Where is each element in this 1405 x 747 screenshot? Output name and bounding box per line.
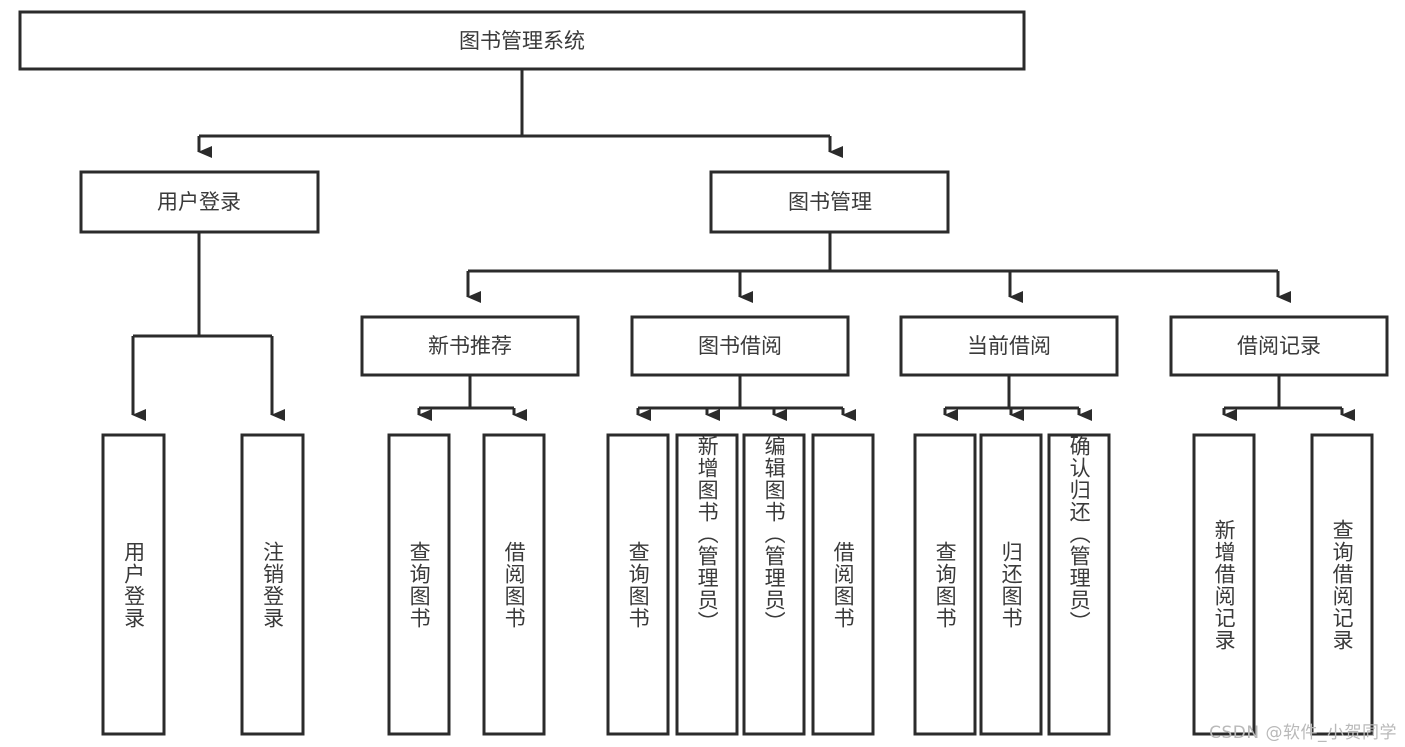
node-new-book-recommend[interactable]: 新书推荐 xyxy=(360,315,580,377)
node-book-borrow[interactable]: 图书借阅 xyxy=(630,315,850,377)
node-root[interactable]: 图书管理系统 xyxy=(18,10,1026,71)
node-borrow-record[interactable]: 借阅记录 xyxy=(1169,315,1389,377)
node-current-borrow[interactable]: 当前借阅 xyxy=(899,315,1119,377)
leaf-rect-borrow-book-2 xyxy=(811,433,875,736)
connector-user-login-to-leaves xyxy=(131,232,285,421)
node-borrow-record-label: 借阅记录 xyxy=(1237,334,1321,358)
leaf-rect-edit-book xyxy=(742,433,806,736)
node-new-book-recommend-label: 新书推荐 xyxy=(428,334,512,358)
connector-new-book-recommend-to-leaves xyxy=(417,375,527,421)
leaf-rects xyxy=(101,433,1374,736)
connector-root-to-level1 xyxy=(197,69,843,158)
leaf-rect-query-book-2 xyxy=(606,433,670,736)
leaf-rect-borrow-book-1 xyxy=(482,433,546,736)
leaf-rect-add-record xyxy=(1192,433,1256,736)
leaf-rect-query-book-1 xyxy=(387,433,451,736)
node-root-label: 图书管理系统 xyxy=(459,29,585,53)
leaf-rect-add-book xyxy=(675,433,739,736)
node-book-management-label: 图书管理 xyxy=(788,190,872,214)
node-book-borrow-label: 图书借阅 xyxy=(698,334,782,358)
node-user-login-label: 用户登录 xyxy=(157,190,241,214)
leaf-rect-query-record xyxy=(1310,433,1374,736)
node-book-management[interactable]: 图书管理 xyxy=(709,170,950,234)
leaf-rect-query-book-3 xyxy=(913,433,977,736)
connector-borrow-record-to-leaves xyxy=(1222,375,1355,421)
connector-current-borrow-to-leaves xyxy=(943,375,1092,421)
node-user-login[interactable]: 用户登录 xyxy=(79,170,320,234)
connector-book-borrow-to-leaves xyxy=(636,375,856,421)
leaf-rect-user-login xyxy=(101,433,166,736)
node-current-borrow-label: 当前借阅 xyxy=(967,334,1051,358)
connector-book-management-to-level2 xyxy=(466,232,1291,303)
leaf-rect-user-logout xyxy=(240,433,305,736)
leaf-rect-confirm-return xyxy=(1047,433,1111,736)
leaf-rect-return-book xyxy=(979,433,1043,736)
watermark: CSDN @软件_小贺同学 xyxy=(1209,723,1397,743)
